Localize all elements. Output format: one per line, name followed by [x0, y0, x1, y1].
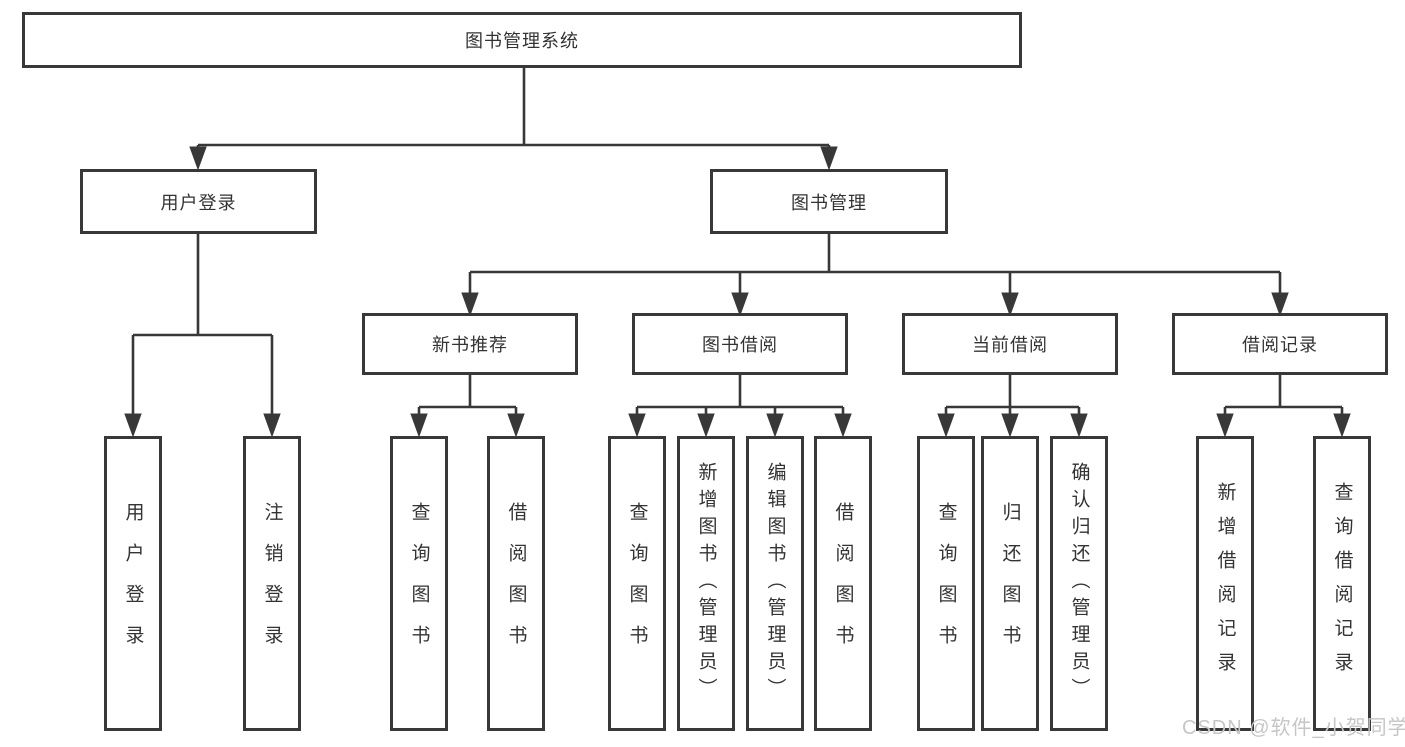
leaf-query-books-borrow-label: 查询图书 — [626, 501, 648, 666]
node-root: 图书管理系统 — [22, 12, 1022, 68]
leaf-return-books: 归还图书 — [981, 436, 1039, 731]
leaf-add-borrow-record-label: 新增借阅记录 — [1214, 481, 1236, 686]
node-root-label: 图书管理系统 — [465, 31, 579, 51]
leaf-user-login-label: 用户登录 — [122, 501, 144, 666]
node-user-login: 用户登录 — [80, 169, 317, 234]
leaf-query-borrow-record: 查询借阅记录 — [1313, 436, 1371, 731]
node-book-borrow: 图书借阅 — [632, 313, 848, 375]
leaf-query-books-borrow: 查询图书 — [608, 436, 666, 731]
node-user-login-label: 用户登录 — [160, 192, 237, 213]
leaf-add-books-admin: 新增图书（管理员） — [677, 436, 735, 731]
node-book-management-label: 图书管理 — [791, 192, 867, 213]
node-borrow-records: 借阅记录 — [1172, 313, 1388, 375]
leaf-query-books-current: 查询图书 — [917, 436, 975, 731]
leaf-edit-books-admin: 编辑图书（管理员） — [746, 436, 804, 731]
leaf-edit-books-admin-label: 编辑图书（管理员） — [764, 462, 786, 705]
node-new-book-recommend: 新书推荐 — [362, 313, 578, 375]
leaf-confirm-return-admin: 确认归还（管理员） — [1050, 436, 1108, 731]
node-book-management: 图书管理 — [710, 169, 948, 234]
leaf-borrow-books-newbook-label: 借阅图书 — [505, 501, 527, 666]
leaf-logout: 注销登录 — [243, 436, 301, 731]
leaf-logout-label: 注销登录 — [261, 501, 283, 666]
node-borrow-records-label: 借阅记录 — [1242, 335, 1318, 355]
leaf-borrow-books-borrow: 借阅图书 — [814, 436, 872, 731]
leaf-query-borrow-record-label: 查询借阅记录 — [1331, 481, 1353, 686]
leaf-query-books-current-label: 查询图书 — [935, 501, 957, 666]
leaf-borrow-books-borrow-label: 借阅图书 — [832, 501, 854, 666]
node-current-borrow-label: 当前借阅 — [972, 335, 1048, 355]
node-current-borrow: 当前借阅 — [902, 313, 1118, 375]
leaf-confirm-return-admin-label: 确认归还（管理员） — [1068, 462, 1090, 705]
leaf-user-login: 用户登录 — [104, 436, 162, 731]
node-book-borrow-label: 图书借阅 — [702, 335, 778, 355]
leaf-return-books-label: 归还图书 — [999, 501, 1021, 666]
leaf-borrow-books-newbook: 借阅图书 — [487, 436, 545, 731]
watermark: CSDN @软件_小贺同学 — [1182, 717, 1405, 739]
leaf-query-books-newbook: 查询图书 — [390, 436, 448, 731]
node-new-book-recommend-label: 新书推荐 — [432, 335, 508, 355]
leaf-query-books-newbook-label: 查询图书 — [408, 501, 430, 666]
leaf-add-borrow-record: 新增借阅记录 — [1196, 436, 1254, 731]
leaf-add-books-admin-label: 新增图书（管理员） — [695, 462, 717, 705]
